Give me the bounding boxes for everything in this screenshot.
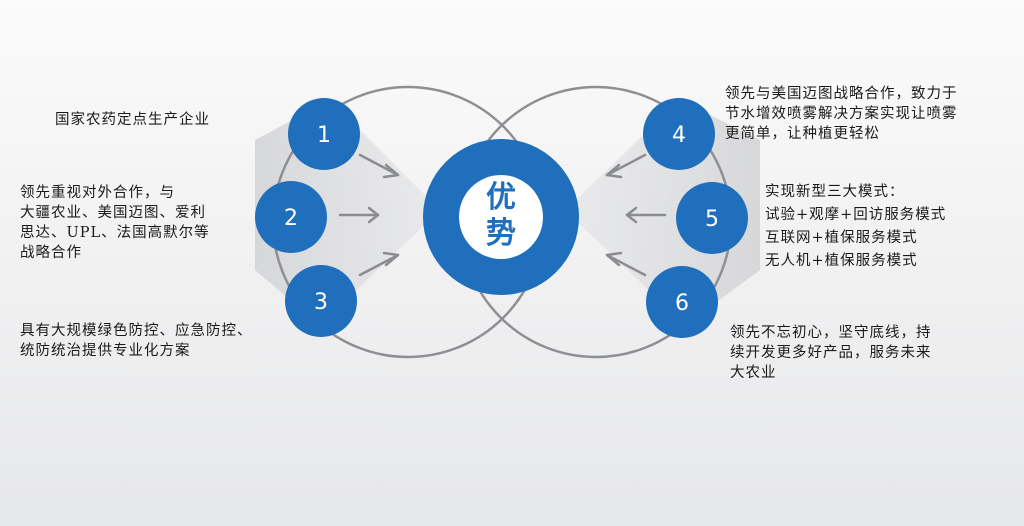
svg-text:3: 3: [314, 290, 328, 315]
node-3-circle: 3: [285, 265, 357, 337]
node-1-circle: 1: [288, 98, 360, 170]
center-badge: 优 势: [423, 139, 579, 295]
node-2-text: 领先重视对外合作，与 大疆农业、美国迈图、爱利 思达、UPL、法国高默尔等 战略…: [20, 185, 210, 261]
svg-text:5: 5: [705, 207, 719, 232]
arrow-1: [358, 153, 400, 179]
node-1-text: 国家农药定点生产企业: [55, 112, 210, 128]
node-2-circle: 2: [255, 181, 327, 253]
node-4-text: 领先与美国迈图战略合作，致力于 节水增效喷雾解决方案实现让喷雾 更简单，让种植更…: [725, 86, 958, 142]
arrow-6: [605, 251, 647, 277]
arrow-3: [358, 251, 400, 277]
svg-text:2: 2: [284, 206, 298, 231]
node-5-text: 实现新型三大模式： 试验+观摩+回访服务模式 互联网+植保服务模式 无人机+植保…: [765, 184, 947, 269]
node-3-text: 具有大规模绿色防控、应急防控、 统防统治提供专业化方案: [20, 323, 253, 359]
right-wedge: [565, 100, 760, 325]
arrow-2: [338, 206, 380, 224]
node-6-text: 领先不忘初心，坚守底线，持 续开发更多好产品，服务未来 大农业: [730, 325, 932, 381]
node-4-circle: 4: [643, 98, 715, 170]
svg-text:1: 1: [317, 123, 331, 148]
center-char-2: 势: [486, 216, 516, 251]
arrow-5: [625, 206, 667, 224]
center-char-1: 优: [486, 180, 516, 215]
arrow-4: [605, 153, 647, 179]
node-6-circle: 6: [646, 266, 718, 338]
svg-text:4: 4: [672, 123, 686, 148]
svg-text:6: 6: [675, 291, 689, 316]
arrows: [338, 153, 667, 277]
node-5-circle: 5: [676, 182, 748, 254]
